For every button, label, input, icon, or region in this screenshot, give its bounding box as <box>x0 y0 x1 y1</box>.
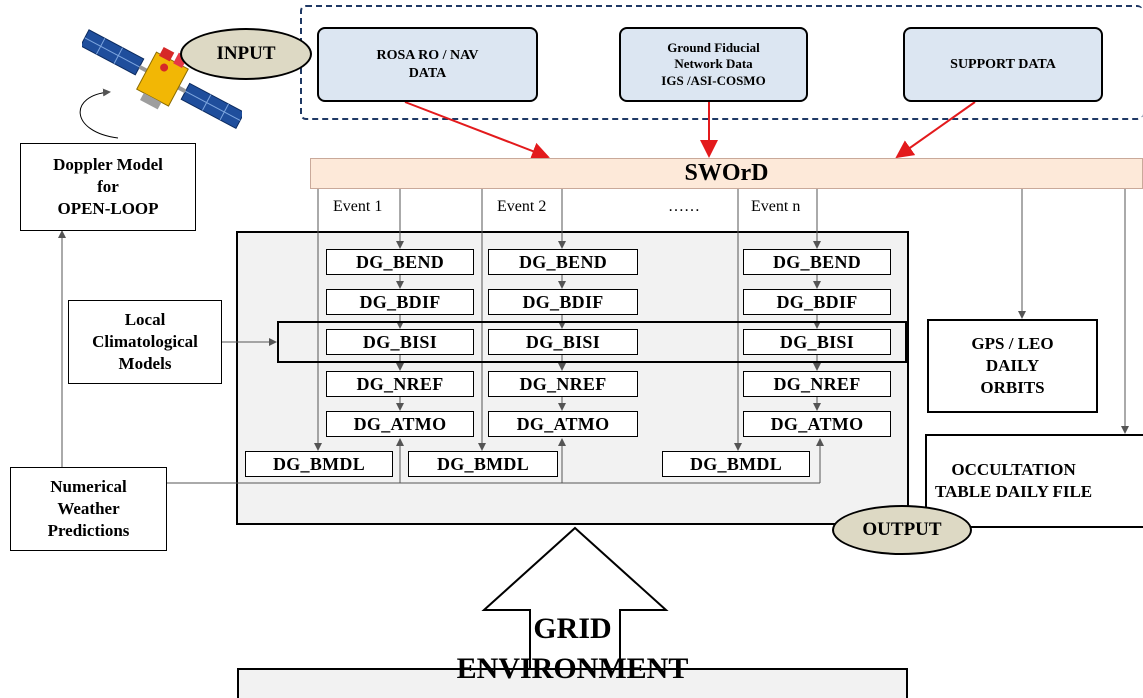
event-label-2: Event 2 <box>497 198 547 215</box>
source-line: IGS /ASI-COSMO <box>661 72 766 88</box>
source-line: ROSA RO / NAV <box>376 48 479 63</box>
dg-bend-col1: DG_BEND <box>326 249 474 275</box>
event-label-n: Event n <box>751 198 801 215</box>
occultation-table-box: OCCULTATION TABLE DAILY FILE <box>925 434 1143 528</box>
doppler-model-box: Doppler Model for OPEN-LOOP <box>20 143 196 231</box>
dg-bend-col2: DG_BEND <box>488 249 638 275</box>
dg-nref-col1: DG_NREF <box>326 371 474 397</box>
dg-nref-coln: DG_NREF <box>743 371 891 397</box>
satellite-icon <box>82 29 242 130</box>
sword-bar: SWOrD <box>310 158 1143 189</box>
source-line: DATA <box>408 65 447 81</box>
climatological-line: Models <box>118 354 172 374</box>
doppler-line: OPEN-LOOP <box>57 199 159 219</box>
output-label: OUTPUT <box>832 505 972 555</box>
source-support-data: SUPPORT DATA <box>903 27 1103 102</box>
dg-atmo-coln: DG_ATMO <box>743 411 891 437</box>
nwp-line: Weather <box>57 498 120 518</box>
dg-atmo-col1: DG_ATMO <box>326 411 474 437</box>
input-label: INPUT <box>180 28 312 80</box>
dg-nref-col2: DG_NREF <box>488 371 638 397</box>
doppler-line: for <box>97 176 119 196</box>
gps-leo-orbits-box: GPS / LEO DAILY ORBITS <box>927 319 1098 413</box>
nwp-line: Predictions <box>47 521 130 541</box>
dg-atmo-col2: DG_ATMO <box>488 411 638 437</box>
input-arrow-1 <box>404 101 550 160</box>
event-label-1: Event 1 <box>333 198 383 215</box>
climatological-line: Local <box>124 309 166 329</box>
climatological-models-box: Local Climatological Models <box>68 300 222 384</box>
nwp-line: Numerical <box>50 476 127 496</box>
source-line: SUPPORT DATA <box>950 56 1056 72</box>
dg-bmdl-col2: DG_BMDL <box>408 451 558 477</box>
gps-leo-line: DAILY <box>985 355 1040 375</box>
doppler-line: Doppler Model <box>53 154 163 174</box>
occultation-line: TABLE DAILY FILE <box>935 482 1093 501</box>
source-line: Network Data <box>674 56 753 72</box>
dg-bisi-col1: DG_BISI <box>326 329 474 355</box>
climatological-line: Climatological <box>92 331 198 351</box>
occultation-line: OCCULTATION <box>951 459 1076 479</box>
dg-bdif-col2: DG_BDIF <box>488 289 638 315</box>
dg-bisi-coln: DG_BISI <box>743 329 891 355</box>
source-rosa-ro-nav: ROSA RO / NAV DATA <box>317 27 538 102</box>
gps-leo-line: GPS / LEO <box>971 333 1054 353</box>
dg-bdif-col1: DG_BDIF <box>326 289 474 315</box>
bisi-highlight-band <box>277 321 907 363</box>
dg-bmdl-col1: DG_BMDL <box>245 451 393 477</box>
dg-bisi-col2: DG_BISI <box>488 329 638 355</box>
dg-bdif-coln: DG_BDIF <box>743 289 891 315</box>
dg-bmdl-coln: DG_BMDL <box>662 451 810 477</box>
grid-up-arrow-icon <box>481 526 669 673</box>
nwp-box: Numerical Weather Predictions <box>10 467 167 551</box>
source-ground-fiducial: Ground Fiducial Network Data IGS /ASI-CO… <box>619 27 808 102</box>
event-ellipsis: …… <box>668 198 700 215</box>
source-line: Ground Fiducial <box>667 40 760 56</box>
input-arrow-3 <box>895 101 976 159</box>
gps-leo-line: ORBITS <box>980 378 1045 398</box>
grid-environment-box <box>237 668 908 698</box>
dg-bend-coln: DG_BEND <box>743 249 891 275</box>
